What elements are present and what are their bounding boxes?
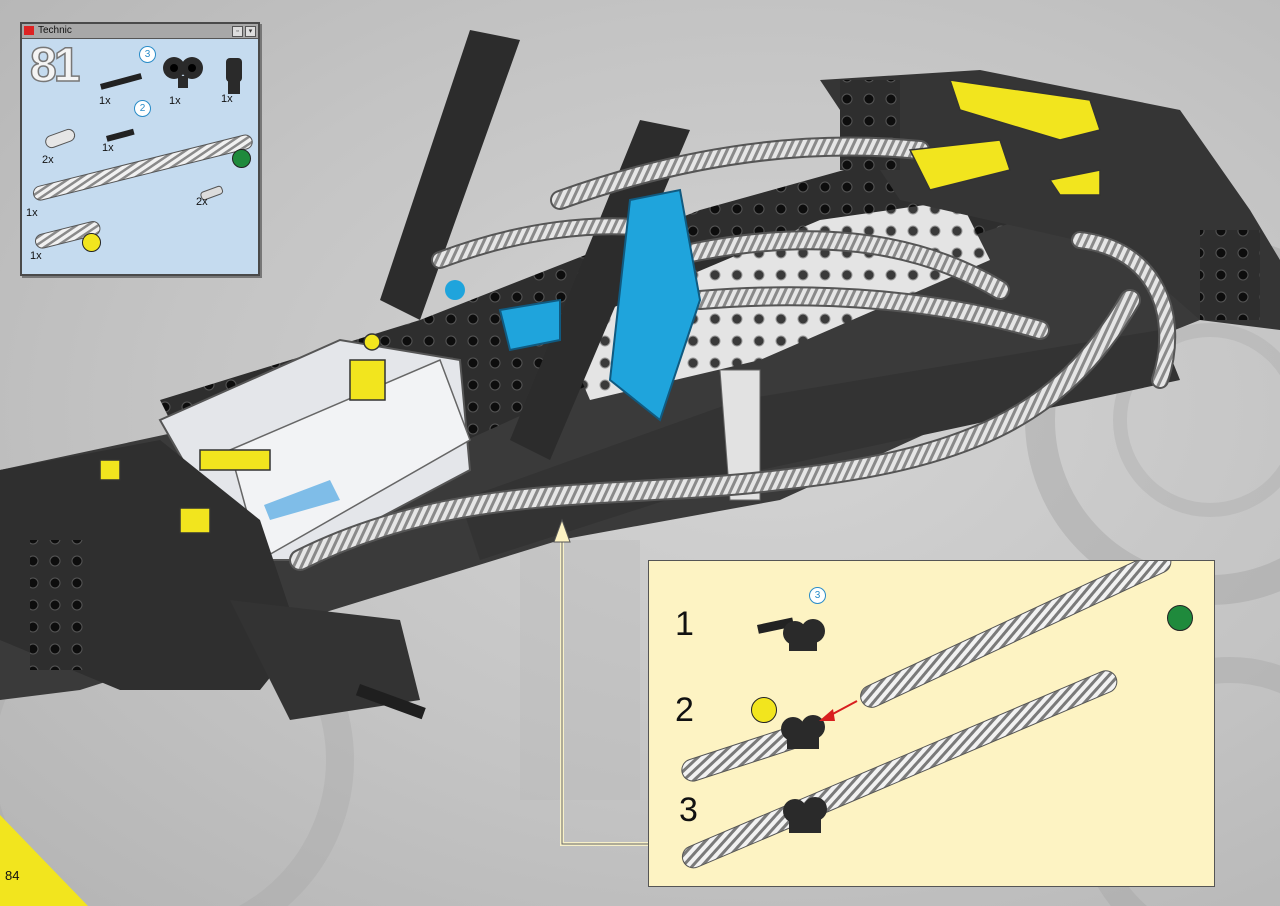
step1-axle-connector-icon: [757, 617, 825, 651]
short-hose-quantity: 1x: [30, 250, 42, 262]
chassis: [0, 30, 1280, 720]
pin-connector-part-icon: [163, 57, 203, 88]
bush-quantity: 2x: [42, 154, 54, 166]
pin-part-icon: [200, 185, 224, 201]
assembly-arrow-icon: [819, 700, 858, 721]
page-corner-tab: [0, 815, 88, 906]
axle-part-icon: [100, 73, 143, 90]
step-number: 81: [29, 38, 81, 93]
callout-pointer: [553, 518, 648, 846]
axle-short-length-badge: 2: [134, 100, 151, 117]
long-hose-quantity: 1x: [26, 207, 38, 219]
connector-quantity: 1x: [221, 93, 233, 105]
substep-1-axle-length-badge: 3: [809, 587, 826, 604]
substep-3-number: 3: [679, 791, 698, 829]
step3-connector-icon: [783, 797, 827, 833]
step2-long-hose: [860, 561, 1172, 708]
axle-short-part-icon: [106, 128, 135, 142]
parts-list-window: Technic ▫ ▾ 81: [20, 22, 260, 276]
sub-assembly-panel: 1 3 2 3: [648, 560, 1215, 887]
yellow-parts: [99, 79, 1101, 534]
green-color-indicator: [232, 149, 251, 168]
window-collapse-icon: ▾: [245, 26, 256, 37]
step3-hose-assembly: [681, 670, 1118, 869]
axle-quantity: 1x: [99, 95, 111, 107]
brand-name: Technic: [38, 25, 72, 36]
yellow-color-indicator: [82, 233, 101, 252]
parts-graphics: [32, 57, 253, 249]
long-hose-part-icon: [32, 134, 253, 201]
yellow-hose-indicator: [751, 697, 777, 723]
page-number: 84: [5, 868, 20, 883]
ribbed-hoses: [289, 136, 1177, 571]
bush-part-icon: [45, 128, 76, 149]
pin-quantity: 2x: [196, 196, 208, 208]
blue-parts: [445, 188, 702, 422]
connector-part-icon: [226, 58, 242, 94]
substep-2-number: 2: [675, 691, 694, 729]
brand-logo: [24, 26, 34, 35]
substep-1-number: 1: [675, 605, 694, 643]
axle-short-quantity: 1x: [102, 142, 114, 154]
short-hose-part-icon: [34, 221, 101, 249]
green-hose-indicator: [1167, 605, 1193, 631]
pin-connector-quantity: 1x: [169, 95, 181, 107]
axle-length-badge: 3: [139, 46, 156, 63]
window-minimize-icon: ▫: [232, 26, 243, 37]
step2-connector-icon: [781, 715, 825, 749]
sub-assembly-graphics: [681, 561, 1172, 869]
parts-window-titlebar: Technic ▫ ▾: [22, 24, 258, 39]
